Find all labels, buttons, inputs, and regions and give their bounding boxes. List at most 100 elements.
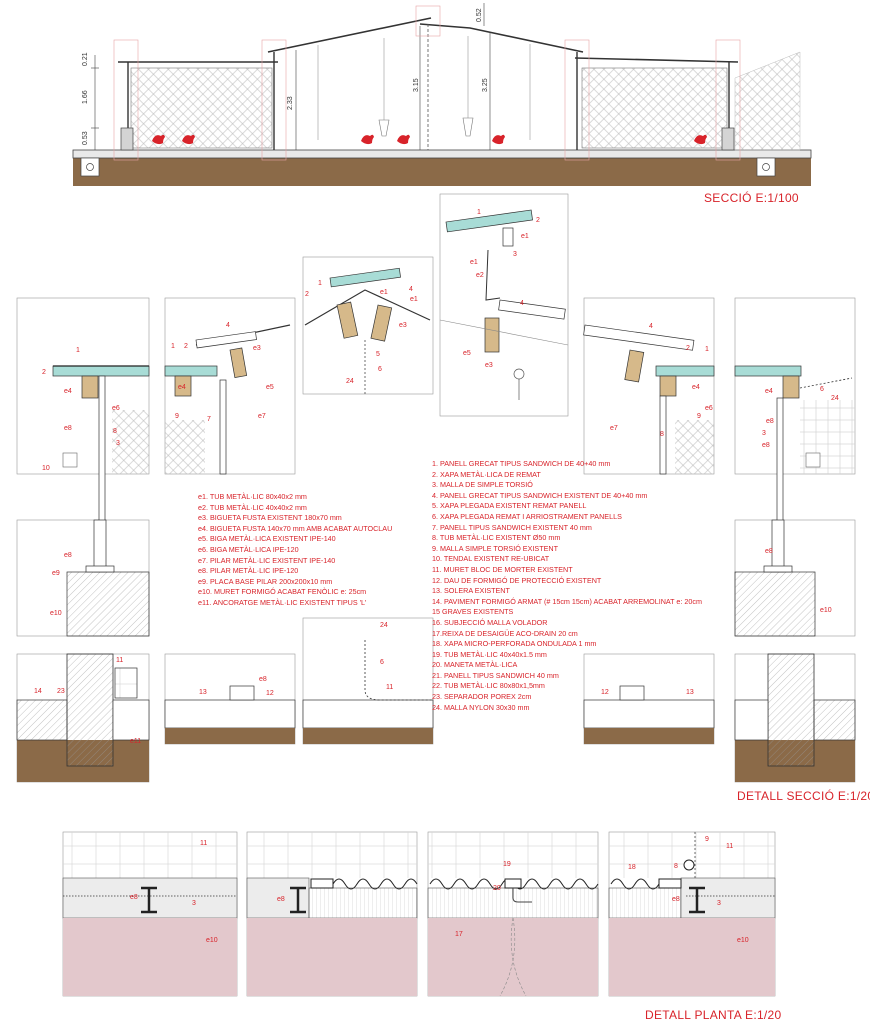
callout: 11 bbox=[200, 840, 207, 847]
callout: 9 bbox=[697, 413, 701, 420]
detail-foundation-4 bbox=[583, 685, 715, 744]
callout: 2 bbox=[42, 369, 46, 376]
callout: e4 bbox=[765, 388, 773, 395]
legend-e-item-1: e1. TUB METÀL·LIC 80x40x2 mm bbox=[198, 492, 307, 501]
dim-233: 2.33 bbox=[287, 96, 294, 110]
callout: 10 bbox=[42, 465, 50, 472]
callout: e7 bbox=[258, 413, 266, 420]
legend-n-item-1: 1. PANELL GRECAT TIPUS SANDWICH DE 40+40… bbox=[432, 459, 611, 468]
callout: 9 bbox=[705, 836, 709, 843]
detail-column-base-left bbox=[66, 519, 150, 637]
callout: 24 bbox=[346, 378, 354, 385]
mesh-left bbox=[130, 67, 273, 149]
callout: 1 bbox=[318, 280, 322, 287]
callout: 12 bbox=[601, 689, 609, 696]
callout: e8 bbox=[64, 552, 72, 559]
callout: e1 bbox=[380, 289, 388, 296]
drain-box bbox=[80, 157, 100, 177]
legend-n-item-11: 11. MURET BLOC DE MORTER EXISTENT bbox=[432, 564, 573, 574]
callout: 4 bbox=[520, 300, 524, 307]
footing bbox=[120, 127, 134, 151]
callout: e8 bbox=[64, 425, 72, 432]
legend-e-item-5: e5. BIGA METÀL·LICA EXISTENT IPE-140 bbox=[198, 534, 336, 544]
callout: 11 bbox=[726, 843, 733, 850]
callout: e2 bbox=[476, 272, 484, 279]
ground-strip bbox=[73, 158, 811, 186]
callout: 23 bbox=[57, 688, 65, 695]
callout: e3 bbox=[399, 322, 407, 329]
plan-callouts: 11 e8 3 e10 e8 19 20 17 18 8 9 11 e8 3 e… bbox=[130, 836, 749, 944]
callout: 6 bbox=[820, 386, 824, 393]
legend-n-item-22: 22. TUB METÀL·LIC 80x80x1,5mm bbox=[432, 681, 545, 691]
callout: 24 bbox=[380, 622, 388, 629]
detail-plan-title: DETALL PLANTA E:1/20 bbox=[645, 1008, 782, 1022]
callout: e1 bbox=[521, 233, 529, 240]
roof-center-left bbox=[267, 17, 432, 53]
legend-e-item-6: e6. BIGA METÀL·LICA IPE-120 bbox=[198, 544, 299, 554]
detail-foundation-2 bbox=[164, 685, 296, 744]
legend-n-item-19: 19. TUB METÀL·LIC 40x40x1.5 mm bbox=[432, 649, 547, 659]
detail-callouts: 1 2 e4 e6 e8 8 3 10 1 2 4 e3 e4 e5 7 e7 … bbox=[34, 209, 839, 745]
callout: 24 bbox=[831, 395, 839, 402]
callout: e4 bbox=[178, 384, 186, 391]
legend-n-item-3: 3. MALLA DE SIMPLE TORSIÓ bbox=[432, 480, 533, 490]
callout: e10 bbox=[50, 610, 62, 617]
callout: 19 bbox=[503, 861, 511, 868]
callout: e4 bbox=[64, 388, 72, 395]
dim-325: 3.25 bbox=[482, 78, 489, 92]
callout: e6 bbox=[112, 405, 120, 412]
callout: 2 bbox=[686, 345, 690, 352]
legend-n-item-15: 15 GRAVES EXISTENTS bbox=[432, 607, 514, 617]
legend-n-item-13: 13. SOLERA EXISTENT bbox=[432, 586, 510, 596]
callout: 3 bbox=[192, 900, 196, 907]
legend-construction-elements: 1. PANELL GRECAT TIPUS SANDWICH DE 40+40… bbox=[432, 459, 702, 713]
footing bbox=[721, 127, 735, 151]
callout: 3 bbox=[717, 900, 721, 907]
callout: 4 bbox=[226, 322, 230, 329]
drain-box bbox=[756, 157, 776, 177]
legend-e-item-2: e2. TUB METÀL·LIC 40x40x2 mm bbox=[198, 502, 307, 512]
callout: 1 bbox=[705, 346, 709, 353]
awning-icon bbox=[62, 452, 78, 468]
detail-ridge bbox=[304, 267, 431, 394]
dim-053: 0.53 bbox=[82, 131, 89, 145]
legend-n-item-23: 23. SEPARADOR POREX 2cm bbox=[432, 692, 532, 702]
callout: 5 bbox=[376, 351, 380, 358]
callout: 12 bbox=[266, 690, 274, 697]
legend-n-item-6: 6. XAPA PLEGADA REMAT I ARRIOSTRAMENT PA… bbox=[432, 511, 622, 521]
legend-e-item-8: e8. PILAR METÀL·LIC IPE-120 bbox=[198, 566, 299, 576]
callout: 20 bbox=[493, 885, 501, 892]
callout: 7 bbox=[207, 416, 211, 423]
feeder bbox=[378, 119, 390, 137]
legend-e-item-7: e7. PILAR METÀL·LIC EXISTENT IPE-140 bbox=[198, 555, 336, 565]
legend-n-item-7: 7. PANELL TIPUS SANDWICH EXISTENT 40 mm bbox=[432, 522, 592, 532]
detail-foundation-right bbox=[734, 653, 856, 782]
mesh-far-right bbox=[734, 51, 801, 151]
callout: 2 bbox=[305, 291, 309, 298]
callout: e8 bbox=[672, 896, 680, 903]
callout: e4 bbox=[692, 384, 700, 391]
legend-n-item-16: 16. SUBJECCIÓ MALLA VOLADOR bbox=[432, 617, 548, 627]
detail-right-eave bbox=[734, 365, 855, 523]
callout: e3 bbox=[485, 362, 493, 369]
dim-052: 0.52 bbox=[476, 8, 483, 22]
callout: 6 bbox=[378, 366, 382, 373]
callout: e11 bbox=[130, 738, 141, 745]
callout: e5 bbox=[266, 384, 274, 391]
callout: e8 bbox=[762, 442, 770, 449]
callout: 3 bbox=[513, 251, 517, 258]
legend-e-item-4: e4. BIGUETA FUSTA 140x70 mm AMB ACABAT A… bbox=[198, 523, 393, 533]
building-section: 0.21 1.66 0.53 2.33 3.15 3.25 0.52 bbox=[72, 3, 812, 186]
legend-n-item-18: 18. XAPA MICRO-PERFORADA ONDULADA 1 mm bbox=[432, 639, 597, 649]
callout: e6 bbox=[705, 405, 713, 412]
callout: e10 bbox=[737, 937, 749, 944]
callout: 14 bbox=[34, 688, 42, 695]
slab bbox=[72, 149, 812, 159]
dim-021: 0.21 bbox=[82, 52, 89, 66]
callout: 8 bbox=[113, 428, 117, 435]
callout: e1 bbox=[470, 259, 478, 266]
callout: e3 bbox=[253, 345, 261, 352]
callout: e1 bbox=[410, 296, 418, 303]
